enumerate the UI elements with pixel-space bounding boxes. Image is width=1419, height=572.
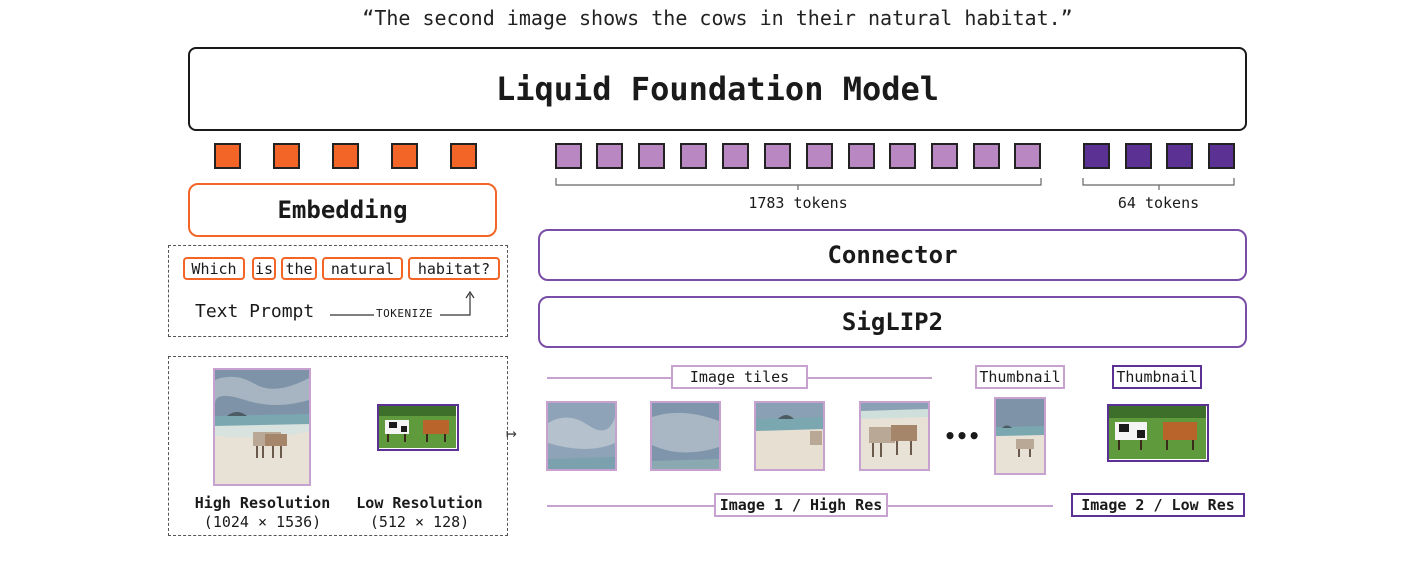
- high-res-token: [889, 143, 916, 169]
- tokenize-arrow: [330, 290, 475, 316]
- high-res-token: [596, 143, 623, 169]
- text-token: [450, 143, 477, 169]
- high-res-token: [931, 143, 958, 169]
- embedding-box: Embedding: [188, 183, 497, 237]
- ellipsis: •••: [944, 424, 981, 448]
- siglip2-label: SigLIP2: [841, 308, 944, 336]
- text-prompt-label: Text Prompt: [195, 301, 315, 322]
- low-res-token: [1208, 143, 1235, 169]
- high-res-token: [973, 143, 1000, 169]
- image-tile: [754, 401, 825, 471]
- image-tile: [546, 401, 617, 471]
- low-res-token-count: 64 tokens: [1117, 194, 1200, 212]
- siglip2-box: SigLIP2: [538, 296, 1247, 348]
- high-res-label: High Resolution: [194, 494, 331, 512]
- high-res-token: [722, 143, 749, 169]
- high-res-token: [764, 143, 791, 169]
- high-res-token: [806, 143, 833, 169]
- high-res-token: [638, 143, 665, 169]
- thumbnail-tag-high: Thumbnail: [975, 365, 1065, 389]
- high-res-token: [1014, 143, 1041, 169]
- low-res-token: [1166, 143, 1193, 169]
- low-res-size: (512 × 128): [369, 513, 470, 531]
- low-res-input-image: [377, 404, 459, 451]
- prompt-word: is: [252, 257, 276, 280]
- text-token: [332, 143, 359, 169]
- embedding-label: Embedding: [277, 196, 408, 224]
- prompt-word: Which: [183, 257, 245, 280]
- input-images-panel: [168, 356, 508, 536]
- tokenize-label: TOKENIZE: [376, 307, 433, 320]
- text-token: [391, 143, 418, 169]
- token-brackets: [555, 178, 1235, 190]
- text-prompt-panel: [168, 245, 508, 337]
- liquid-foundation-model-box: Liquid Foundation Model: [188, 47, 1247, 131]
- image2-tag: Image 2 / Low Res: [1071, 493, 1245, 517]
- high-res-input-image: [213, 368, 311, 486]
- high-res-token-count: 1783 tokens: [748, 194, 848, 212]
- high-res-token: [555, 143, 582, 169]
- image-tile: [650, 401, 721, 471]
- prompt-word: natural: [322, 257, 403, 280]
- prompt-word: habitat?: [408, 257, 500, 280]
- thumbnail-low-res: [1107, 404, 1209, 462]
- image-tile: [859, 401, 930, 471]
- connector-box: Connector: [538, 229, 1247, 281]
- low-res-label: Low Resolution: [356, 494, 483, 512]
- flow-arrow-icon: ↦: [506, 423, 517, 444]
- high-res-token: [680, 143, 707, 169]
- image1-tag: Image 1 / High Res: [714, 493, 888, 517]
- text-token: [214, 143, 241, 169]
- thumbnail-tag-low: Thumbnail: [1112, 365, 1202, 389]
- thumbnail-high-res: [994, 397, 1046, 475]
- low-res-token: [1083, 143, 1110, 169]
- high-res-token: [848, 143, 875, 169]
- prompt-word: the: [281, 257, 317, 280]
- low-res-token: [1125, 143, 1152, 169]
- connector-label: Connector: [827, 241, 958, 269]
- image-tiles-tag: Image tiles: [671, 365, 808, 389]
- model-title: Liquid Foundation Model: [495, 70, 940, 108]
- caption: “The second image shows the cows in thei…: [362, 6, 1073, 30]
- high-res-size: (1024 × 1536): [203, 513, 322, 531]
- text-token: [273, 143, 300, 169]
